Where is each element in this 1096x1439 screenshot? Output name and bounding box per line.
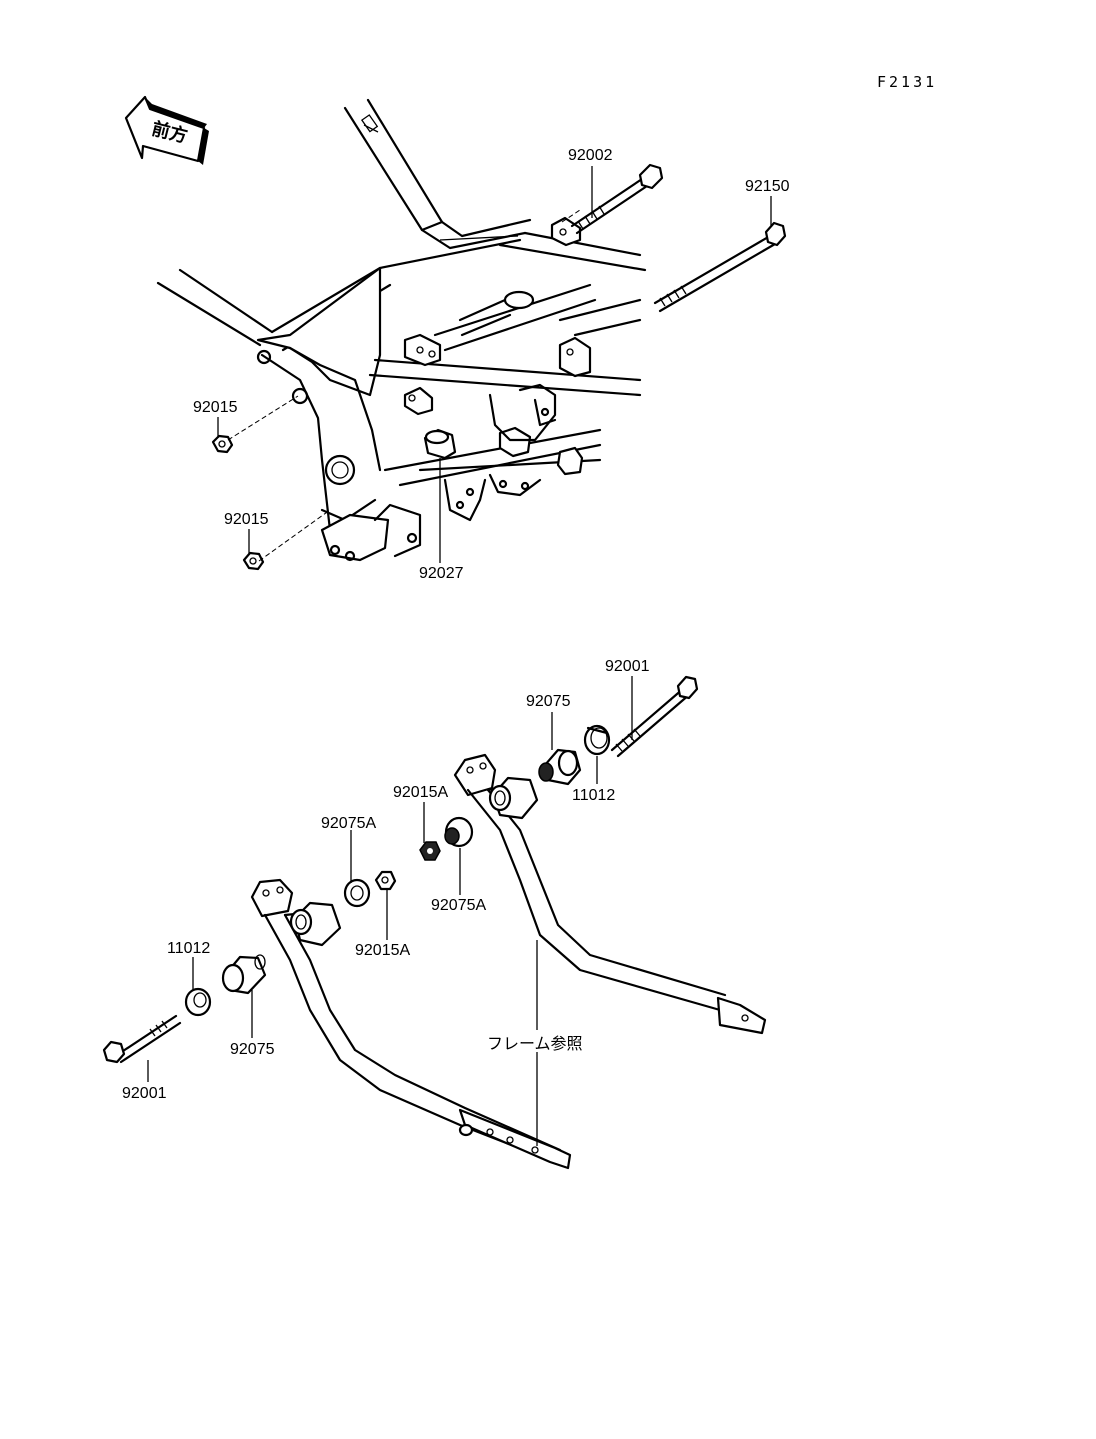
callout-92001-left: 92001 (122, 1085, 167, 1102)
collar-11012-left-icon (184, 987, 212, 1017)
nut-92015-upper-icon (211, 434, 234, 454)
bushing-92075-right-icon (538, 748, 582, 786)
main-frame-illustration (156, 98, 647, 562)
callout-92015-lower: 92015 (224, 511, 269, 528)
nut-92015-lower-icon (242, 551, 265, 571)
cushion-92075A-right-icon (444, 816, 474, 848)
callout-11012-right: 11012 (572, 787, 615, 804)
callout-92150: 92150 (745, 178, 790, 195)
bolt-92001-right-icon (610, 675, 699, 758)
callout-92075-left: 92075 (230, 1041, 275, 1058)
callout-92002: 92002 (568, 147, 613, 164)
callout-92015A-left: 92015A (355, 942, 410, 959)
callout-11012-left: 11012 (167, 940, 210, 957)
nut-92015A-left-icon (374, 870, 397, 891)
callout-92015-upper: 92015 (193, 399, 238, 416)
left-mount-bracket-illustration (250, 878, 572, 1170)
right-mount-bracket-illustration (453, 753, 767, 1035)
callout-92001-right: 92001 (605, 658, 650, 675)
cushion-92075A-left-icon (343, 878, 371, 908)
bushing-92075-left-icon (221, 954, 267, 995)
collar-11012-right-icon (583, 724, 611, 756)
nut-92015A-right-icon (419, 841, 441, 861)
callout-92075A-left: 92075A (321, 815, 376, 832)
callout-92075-right: 92075 (526, 693, 571, 710)
callout-92015A-right: 92015A (393, 784, 448, 801)
reference-code: F2131 (877, 73, 937, 91)
bolt-92150-icon (653, 221, 787, 313)
callout-92027: 92027 (419, 565, 464, 582)
spacer-92027-icon (423, 428, 457, 460)
bolt-92002-icon (570, 163, 664, 235)
bolt-92001-left-icon (102, 1014, 182, 1064)
front-direction-arrow: 前方 (124, 95, 209, 165)
callout-frame-reference: フレーム参照 (487, 1034, 583, 1053)
callout-92075A-right: 92075A (431, 897, 486, 914)
